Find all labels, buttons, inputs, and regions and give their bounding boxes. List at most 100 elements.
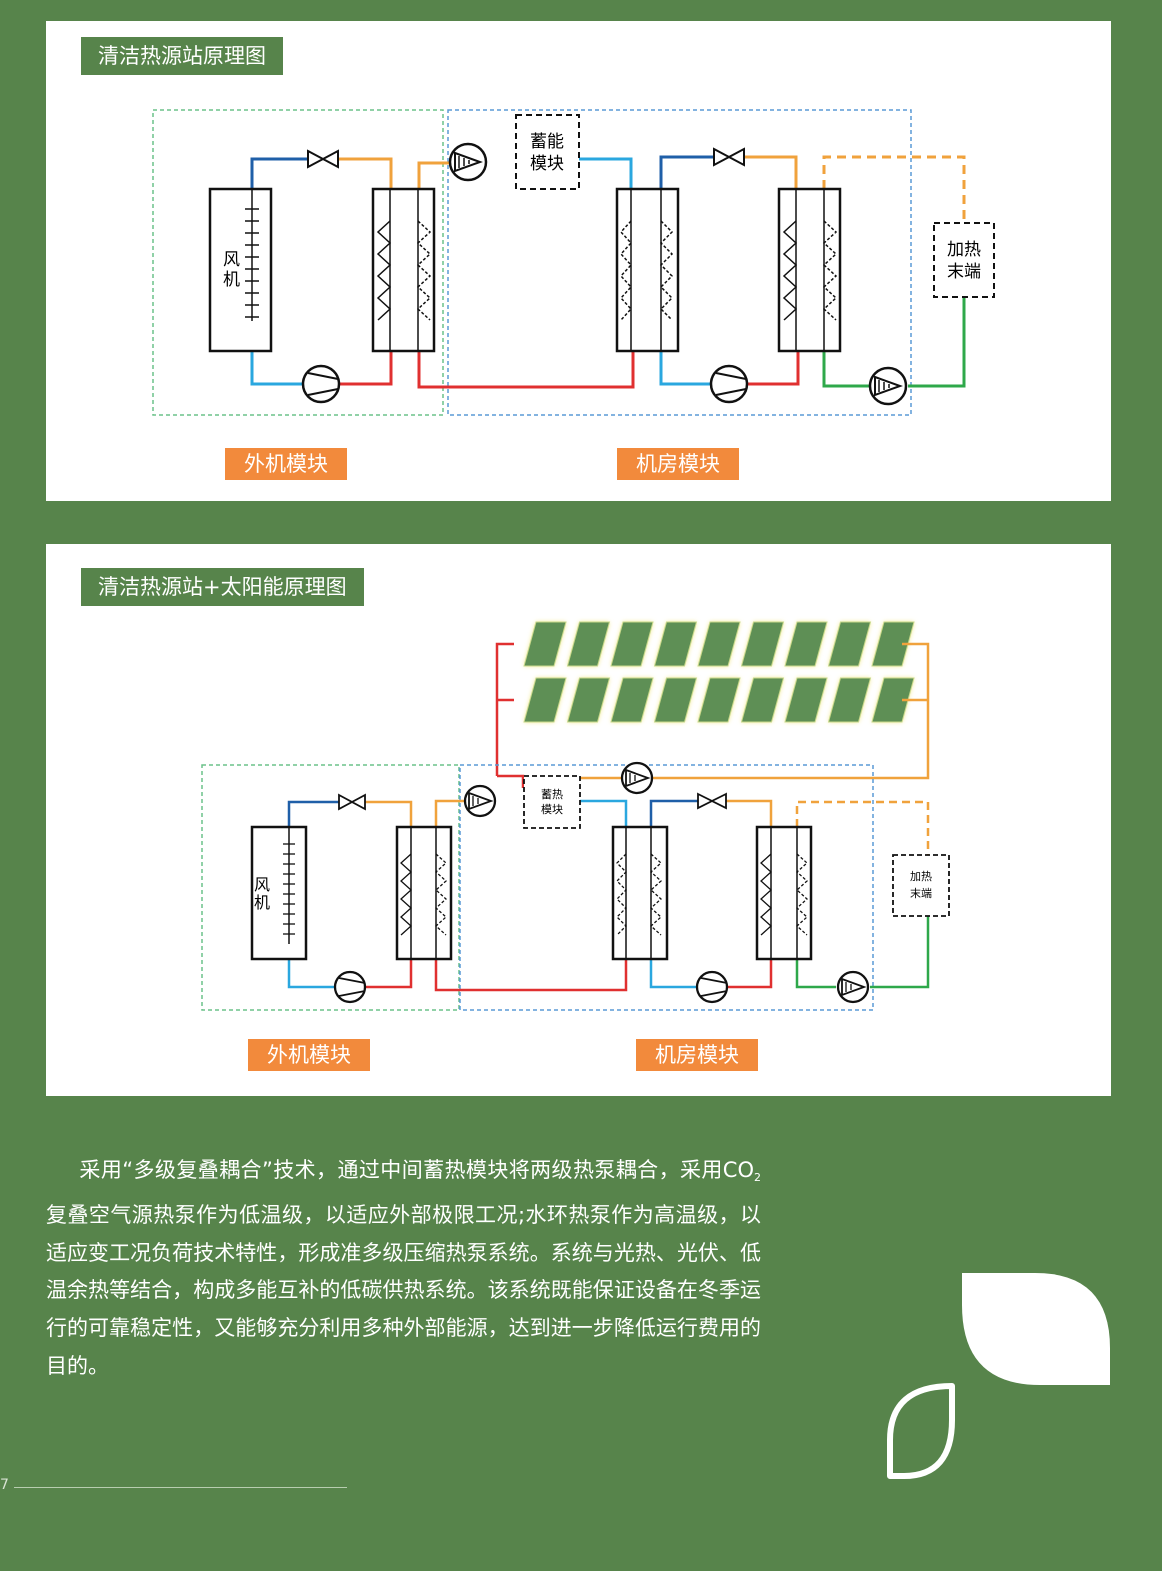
compressor-icon-1 [301,364,341,404]
storage-label-line-2: 模块 [530,154,564,174]
storage2-label-line-1: 蓄热 [541,788,563,801]
solar-panel [827,621,872,667]
fan2-label-char-1: 风 [254,875,270,894]
terminal2-label-line-2: 末端 [910,886,932,900]
heat-exchanger2-1 [395,825,453,961]
pipe2-orange-dashed [795,800,930,855]
solar-panel [871,621,915,667]
fan-label-char-1: 风 [223,250,240,270]
pipe2-orange-2 [434,799,464,827]
heat-exchanger2-2 [611,825,669,961]
diagram-2-svg: 风 机 [201,621,950,1011]
pipe2-lightblue-1 [287,959,335,989]
pipe2-red-1 [366,959,413,989]
pipe-red-1 [339,351,393,386]
description-part-2: 复叠空气源热泵作为低温级，以适应外部极限工况;水环热泵作为高温级，以适应变工况负… [46,1202,761,1378]
compressor2-icon-2 [695,970,729,1004]
pipe2-blue-1 [287,800,339,827]
pipe-lightblue-3 [659,351,711,386]
pipe2-green-2 [870,916,930,989]
pipe2-blue-2 [649,799,698,827]
solar-panel [523,621,567,667]
solar-panel [784,621,828,667]
machine-room-boundary-2 [459,764,874,1011]
solar-panel [871,677,915,723]
compressor-icon-2 [709,364,749,404]
pipe2-red-2 [434,959,628,992]
pipe-orange-3 [744,155,798,189]
solar-panel [653,677,698,723]
expansion-valve-icon-1 [307,149,339,169]
solar-pipe-red [495,642,514,776]
storage-label-line-1: 蓄能 [530,132,564,152]
machine-room-label: 机房模块 [617,448,739,480]
pipe-orange-2 [417,161,449,189]
leaf-icon-outline [887,1383,955,1479]
outdoor-module-boundary-2 [201,764,460,1011]
solar-pipe-orange [652,642,930,780]
outdoor-module-label-2: 外机模块 [248,1039,370,1071]
machine-room-label-2: 机房模块 [636,1039,758,1071]
heat-exchanger-1 [371,187,436,353]
heat-exchanger-2 [615,187,680,353]
terminal-label-line-1: 加热 [947,240,981,260]
compressor2-icon-1 [333,970,367,1004]
pipe2-red-3 [728,959,773,989]
solar-panel [827,677,872,723]
pipe-blue-1 [250,157,308,189]
heating-terminal2-box [892,854,950,917]
solar-panel [653,621,698,667]
pipe2-lightblue-2 [580,799,628,827]
pipe2-orange-1 [365,800,413,827]
solar-panel [610,621,654,667]
pipe2-orange-3 [726,799,773,827]
diagram-2-title: 清洁热源站+太阳能原理图 [81,568,364,606]
terminal2-label-line-1: 加热 [910,870,932,883]
water-pump-icon-2 [868,366,908,406]
pipe2-green-1 [795,959,836,989]
fan-unit-box-2 [250,825,308,961]
water-pump2-icon-3 [836,970,870,1004]
pipe-orange-dashed [822,155,966,223]
pipe-blue-2 [659,155,714,189]
water-pump-icon-1 [448,142,488,182]
solar-panel [740,677,785,723]
pipe-green-2 [908,297,966,388]
solar-panel [697,677,741,723]
expansion-valve2-icon-2 [697,792,727,810]
description-paragraph: 采用“多级复叠耦合”技术，通过中间蓄热模块将两级热泵耦合，采用CO2 复叠空气源热… [46,1152,761,1386]
pipe-red-2 [417,351,635,389]
co2-subscript: 2 [754,1171,761,1184]
pipe-lightblue-1 [250,351,303,386]
storage2-label-line-2: 模块 [541,803,563,816]
storage-module-box [515,114,580,190]
solar-panel [740,621,785,667]
solar-panel-array [523,621,915,723]
fan-fins-2 [283,843,295,935]
pipe2-lightblue-3 [649,959,696,989]
storage-module2-box [523,775,581,829]
solar-panel [697,621,741,667]
pipe-green-1 [822,351,869,388]
expansion-valve2-icon-1 [338,793,366,811]
pipe-orange-1 [338,157,393,189]
solar-pipe-red-3 [497,774,525,788]
description-part-1: 采用“多级复叠耦合”技术，通过中间蓄热模块将两级热泵耦合，采用CO [79,1158,754,1182]
diagram-1-svg: 风 机 [152,109,995,416]
heating-terminal-box [933,222,995,298]
solar-panel [610,677,654,723]
diagram-1-title: 清洁热源站原理图 [81,37,283,75]
machine-room-boundary [447,109,912,416]
solar-panel [566,621,611,667]
fan-label-char-2: 机 [223,270,240,290]
solar-panel [523,677,567,723]
footer-divider [14,1487,347,1488]
water-pump2-icon-2 [620,761,654,795]
solar-panel [784,677,828,723]
fan-fins [245,208,259,318]
solar-panel [566,677,611,723]
outdoor-module-boundary [152,109,444,416]
expansion-valve-icon-2 [713,147,745,167]
diagram-panel-2: 清洁热源站+太阳能原理图 [46,544,1111,1096]
pipe-red-3 [747,351,800,386]
